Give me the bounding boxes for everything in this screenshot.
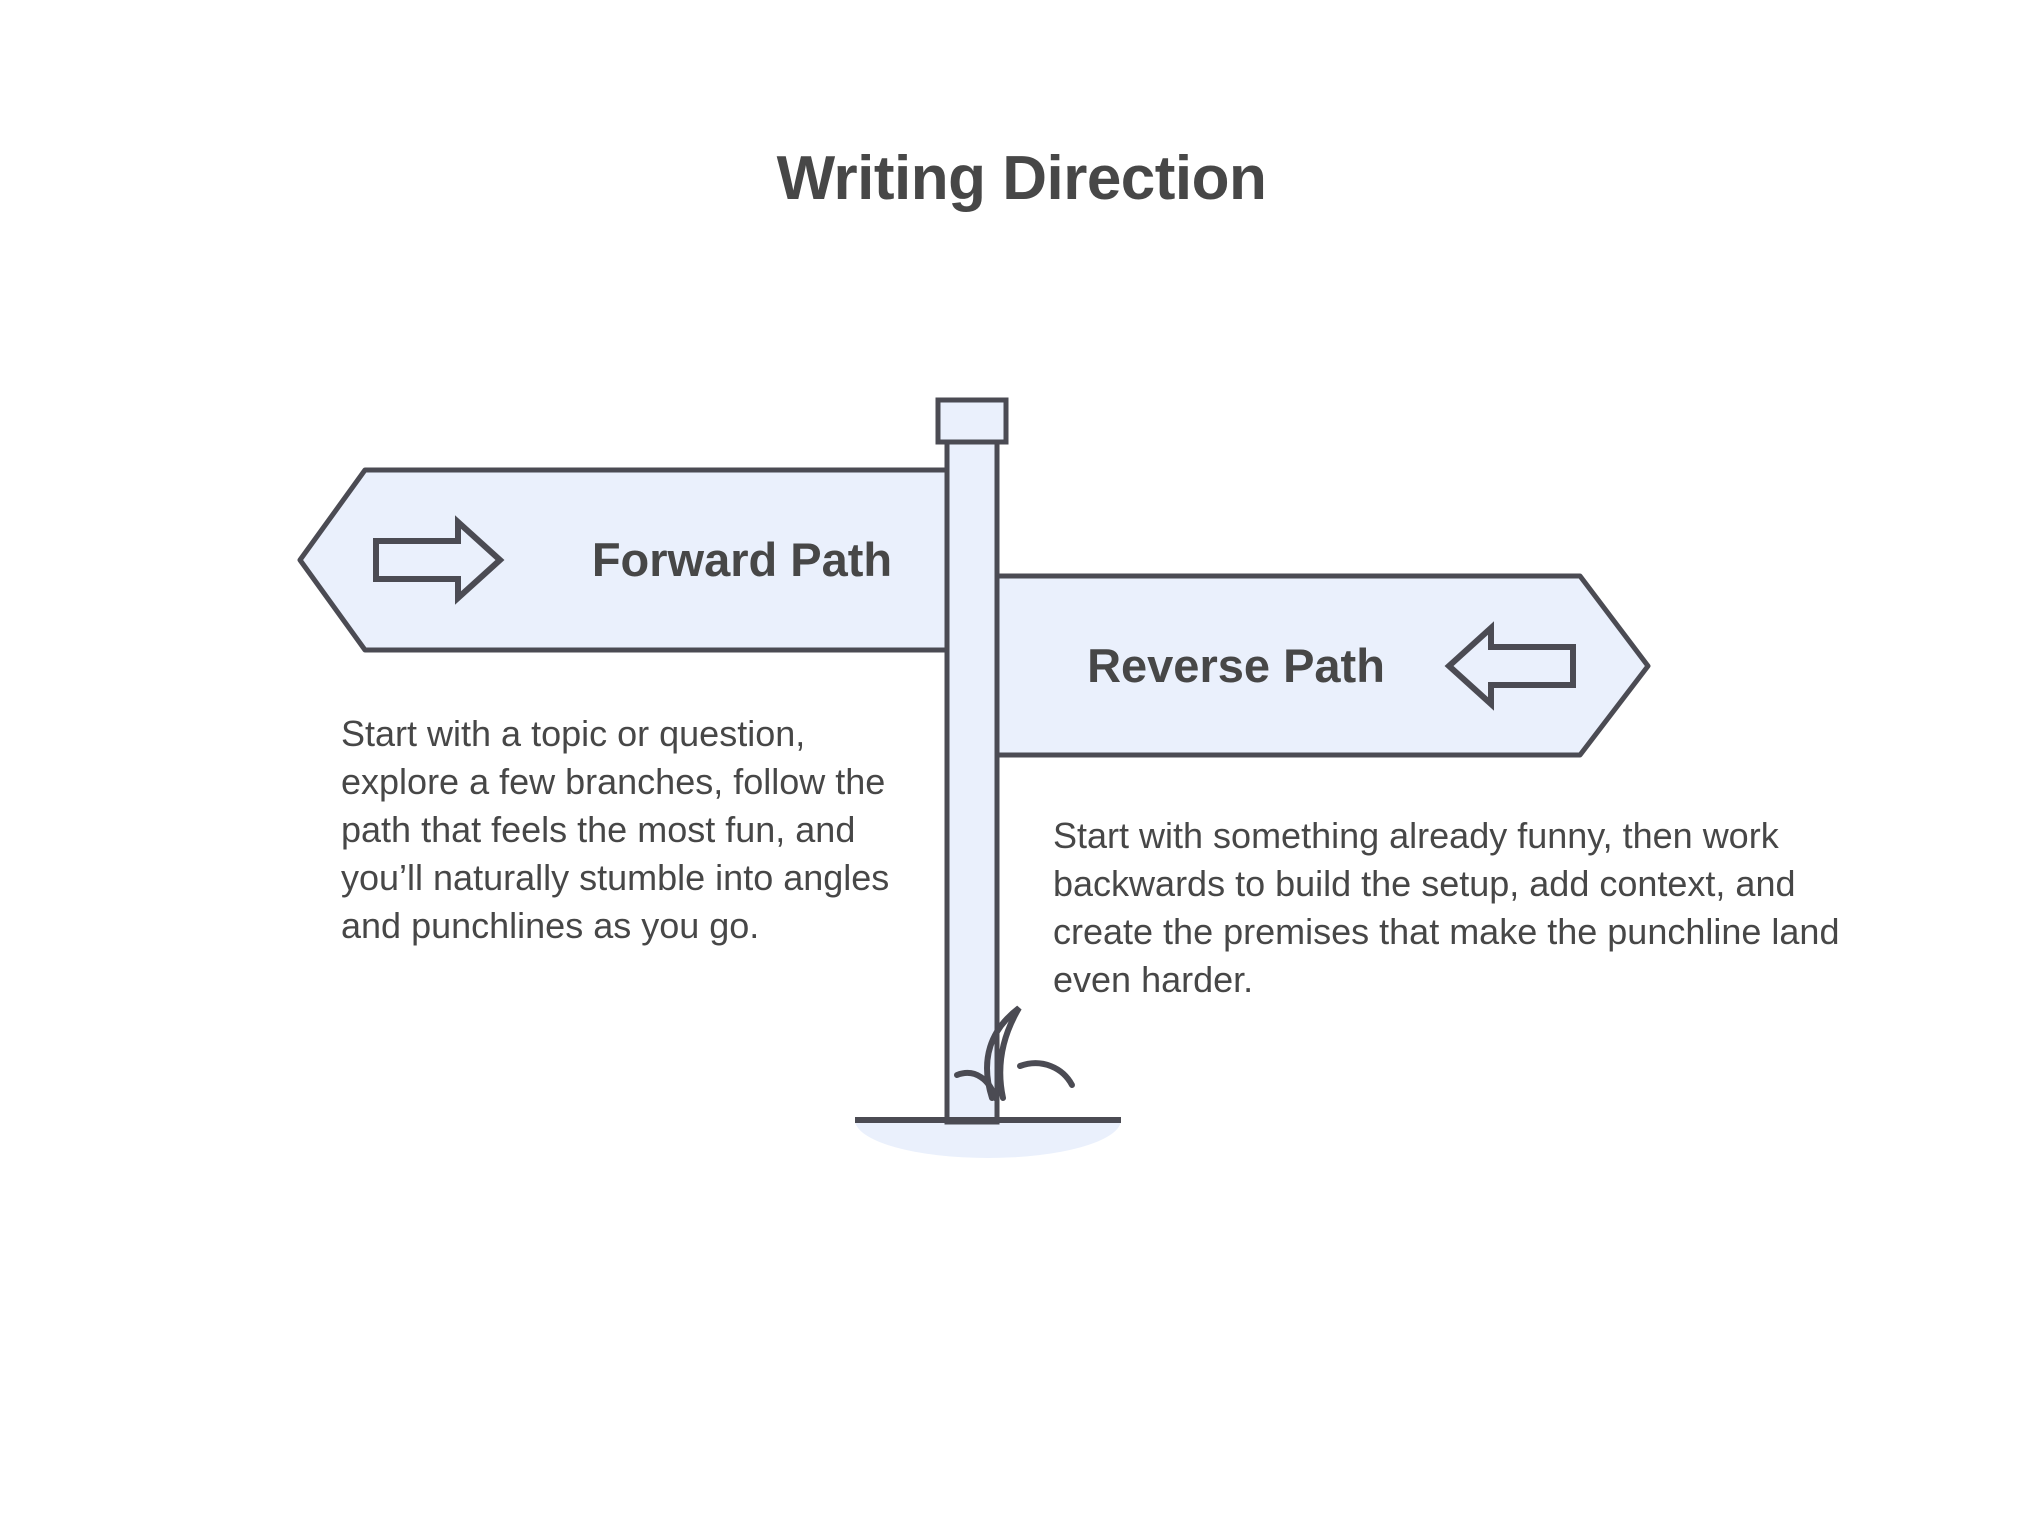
sign-forward-label: Forward Path (592, 533, 892, 586)
sign-reverse[interactable]: Reverse Path (982, 573, 1651, 758)
sign-reverse-description: Start with something already funny, then… (1053, 815, 1840, 1000)
sign-forward-description: Start with a topic or question, explore … (341, 713, 890, 946)
sign-forward[interactable]: Forward Path (297, 467, 963, 653)
signpost-cap (935, 397, 1009, 445)
sign-reverse-label: Reverse Path (1087, 639, 1385, 692)
page-title: Writing Direction (776, 144, 1267, 213)
arrow-right-icon (373, 515, 505, 605)
grass-tuft (954, 1005, 1075, 1101)
arrow-left-icon (1444, 621, 1576, 711)
signpost-post (944, 425, 1000, 1125)
ground-shadow (855, 1120, 1121, 1158)
